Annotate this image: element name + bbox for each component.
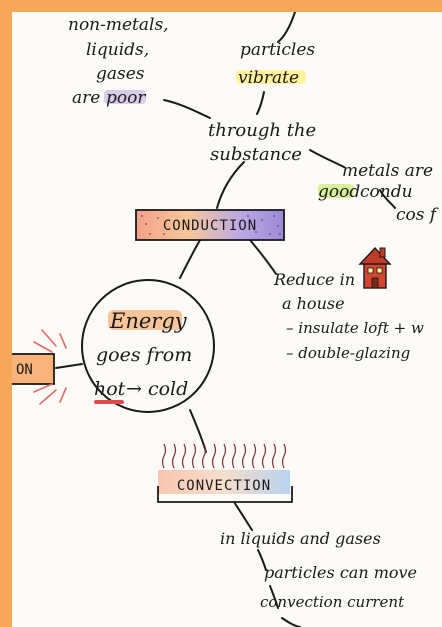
- line-energy-to-convection: [189, 409, 207, 453]
- partial-label-box: ON: [12, 353, 55, 385]
- note-nonmetals-line4b: poor: [106, 88, 146, 108]
- energy-line2: goes from: [96, 344, 192, 366]
- line-energy-to-box: [55, 363, 83, 369]
- energy-node: Energy goes from hot → cold: [81, 279, 215, 413]
- energy-hot: hot: [94, 378, 126, 400]
- note-through-substance: through the substance: [208, 120, 316, 165]
- note-nonmetals: non-metals, liquids, gases are poor: [68, 15, 169, 108]
- note-reduce: Reduce in a house – insulate loft + w – …: [273, 270, 424, 362]
- highlight-good: [318, 184, 354, 198]
- conduction-text: CONDUCTION: [163, 218, 257, 234]
- energy-title: Energy: [109, 309, 188, 333]
- partial-box: [12, 353, 55, 385]
- note-liquids: in liquids and gases particles can move …: [220, 529, 417, 611]
- line-top-to-particles: [277, 12, 296, 43]
- note-liquids-line3: convection current: [260, 593, 405, 611]
- note-particles-line1: particles: [240, 40, 315, 60]
- line-poor-to-through: [163, 99, 211, 119]
- note-metals-line1: metals are: [342, 161, 433, 181]
- note-reduce-line4: – double-glazing: [286, 344, 410, 362]
- conduction-label: CONDUCTION: [135, 209, 285, 241]
- line-particles-to-convection-current: [269, 585, 279, 609]
- highlight-energy: [108, 310, 182, 330]
- highlight-vibrate: [236, 70, 306, 84]
- energy-cold: → cold: [126, 378, 188, 400]
- line-conduction-to-energy: [179, 239, 201, 279]
- partial-box-text: ON: [16, 362, 33, 378]
- highlight-poor: [104, 90, 146, 104]
- heat-rays-icon: [33, 329, 67, 405]
- line-through-to-metals: [309, 149, 345, 168]
- convection-label: CONVECTION: [157, 470, 293, 503]
- convection-highlight: [158, 470, 290, 494]
- conduction-box: [135, 209, 285, 241]
- heat-waves-icon: [161, 443, 287, 469]
- note-reduce-line3: – insulate loft + w: [286, 319, 424, 337]
- line-liquids-to-particles: [257, 549, 267, 571]
- note-particles-line2: vibrate: [238, 68, 299, 88]
- line-particles-to-through: [256, 91, 265, 115]
- note-through-line2: substance: [210, 144, 302, 165]
- line-good-to-cos: [379, 189, 396, 209]
- energy-circle: [81, 279, 215, 413]
- note-through-line1: through the: [208, 120, 316, 141]
- note-reduce-line2: a house: [282, 294, 345, 313]
- underline-hot: [94, 400, 124, 404]
- mind-map-page: non-metals, liquids, gases are poor part…: [12, 12, 442, 627]
- convection-text: CONVECTION: [177, 478, 271, 494]
- mind-map-diagram: non-metals, liquids, gases are poor part…: [12, 12, 439, 627]
- house-icon: [358, 246, 392, 289]
- note-liquids-line2: particles can move: [264, 563, 417, 582]
- note-nonmetals-line1: non-metals,: [68, 15, 169, 35]
- note-particles-vibrate: particles vibrate: [236, 40, 315, 88]
- conduction-particle-dots: [141, 215, 281, 235]
- note-nonmetals-line2: liquids,: [86, 40, 149, 60]
- line-through-to-conduction: [216, 161, 245, 209]
- note-nonmetals-line4a: are: [72, 88, 100, 108]
- note-metals: metals are good condu cos f: [318, 161, 439, 225]
- convection-bracket: [157, 486, 293, 503]
- note-metals-line2a: good: [318, 182, 360, 202]
- note-metals-line3: cos f: [396, 205, 439, 225]
- note-reduce-line1: Reduce in: [273, 270, 355, 289]
- note-nonmetals-line3: gases: [96, 64, 145, 84]
- note-metals-line2b: condu: [360, 182, 413, 202]
- note-liquids-line1: in liquids and gases: [220, 529, 381, 548]
- line-convection-to-liquids: [233, 501, 253, 531]
- line-bottom-off-page: [281, 617, 301, 627]
- line-conduction-to-reduce: [249, 239, 277, 275]
